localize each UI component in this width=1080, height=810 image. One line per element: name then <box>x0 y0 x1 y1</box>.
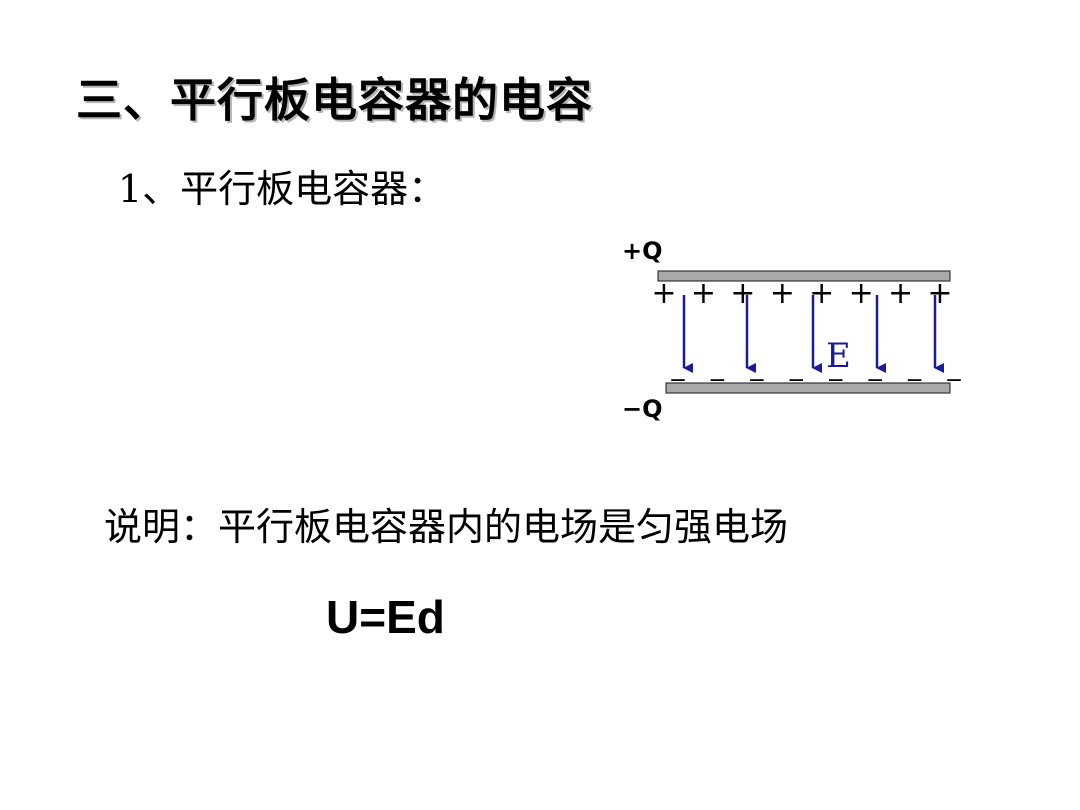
capacitor-diagram: +Q ++++++++ E ________ −Q <box>622 237 962 423</box>
subtitle: 1、平行板电容器： <box>118 167 447 211</box>
minus-sign: _ <box>671 352 686 382</box>
plus-sign: + <box>730 276 755 311</box>
plus-sign: + <box>849 276 874 311</box>
minus-sign: _ <box>749 352 764 382</box>
minus-sign: _ <box>828 352 843 382</box>
plus-sign: + <box>888 276 913 311</box>
minus-sign: _ <box>710 352 725 382</box>
field-label: E <box>826 336 851 376</box>
positive-charges: ++++++++ <box>651 276 952 311</box>
plus-sign: + <box>927 276 952 311</box>
top-plate <box>657 270 951 282</box>
top-plate-charge-label: +Q <box>622 237 663 265</box>
slide-title: 三、平行板电容器的电容 <box>76 73 593 127</box>
bottom-plate-charge-label: −Q <box>622 395 663 423</box>
minus-sign: _ <box>907 352 922 382</box>
plus-sign: + <box>770 276 795 311</box>
plus-sign: + <box>651 276 676 311</box>
note-text: 说明：平行板电容器内的电场是匀强电场 <box>104 505 789 549</box>
negative-charges: _ _ _ _ _ _ _ _ <box>671 352 962 382</box>
field-arrows <box>682 295 944 373</box>
plus-sign: + <box>691 276 716 311</box>
minus-sign: _ <box>868 352 883 382</box>
minus-sign: _ <box>947 352 962 382</box>
minus-sign: _ <box>789 352 804 382</box>
bottom-plate <box>665 382 951 394</box>
formula: U=Ed <box>326 591 445 643</box>
